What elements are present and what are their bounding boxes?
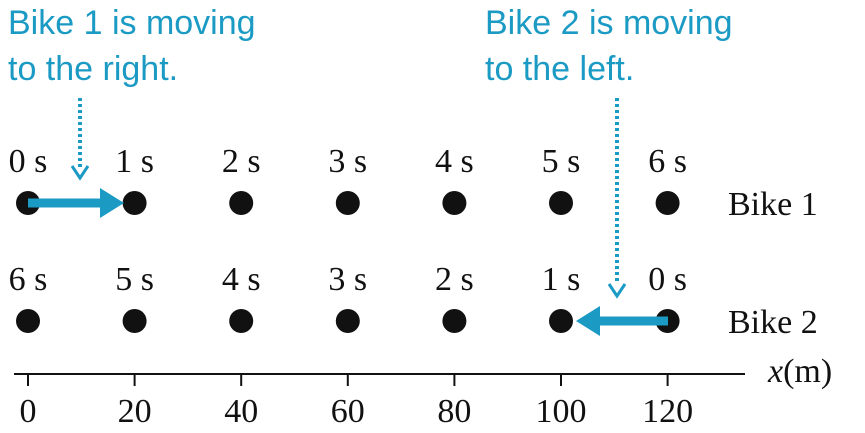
bike2-position-dot xyxy=(549,309,573,333)
x-axis-tick-label: 40 xyxy=(224,393,258,430)
bike2-callout-arrowhead xyxy=(607,283,627,299)
bike1-time-label: 2 s xyxy=(222,143,261,180)
bike1-callout-arrowhead xyxy=(70,165,90,181)
bike2-position-dot xyxy=(442,309,467,333)
x-axis-tick-label: 100 xyxy=(536,393,587,430)
bike2-time-labels: 6 s 5 s 4 s 3 s 2 s 1 s 0 s xyxy=(9,261,687,298)
bike1-position-dot xyxy=(229,191,254,215)
bike2-position-dot xyxy=(335,309,360,333)
bike1-time-labels: 0 s 1 s 2 s 3 s 4 s 5 s 6 s xyxy=(9,143,687,180)
bike2-time-label: 0 s xyxy=(648,261,687,298)
bike1-callout-line2: to the right. xyxy=(8,50,178,88)
x-axis-tick-label: 120 xyxy=(642,393,693,430)
x-axis-tick-label: 20 xyxy=(118,393,152,430)
x-axis-label: x(m) xyxy=(767,353,832,390)
bike1-position-dot xyxy=(335,191,360,215)
bike2-position-dot xyxy=(122,309,147,333)
bike2-time-label: 6 s xyxy=(9,261,48,298)
bike2-dots xyxy=(16,309,680,333)
bike1-position-dot xyxy=(122,191,147,215)
x-axis-tick-label: 60 xyxy=(331,393,365,430)
x-axis-tick-labels: 0 20 40 60 80 100 120 xyxy=(20,393,694,430)
bike2-time-label: 1 s xyxy=(542,261,581,298)
bike1-time-label: 6 s xyxy=(648,143,687,180)
bike2-position-dot xyxy=(16,309,40,333)
bike2-time-label: 5 s xyxy=(115,261,154,298)
bike1-position-dot xyxy=(655,191,680,215)
bike2-callout-line2: to the left. xyxy=(485,50,634,88)
x-axis-tick-label: 0 xyxy=(20,393,37,430)
bike1-time-label: 4 s xyxy=(435,143,474,180)
bike2-time-label: 2 s xyxy=(435,261,474,298)
bike2-callout-line1: Bike 2 is moving xyxy=(485,4,733,42)
bike2-time-label: 4 s xyxy=(222,261,261,298)
bike1-callout-line1: Bike 1 is moving xyxy=(8,4,256,42)
bike1-position-dot xyxy=(442,191,467,215)
bike2-velocity-arrowhead xyxy=(576,306,600,336)
bike1-time-label: 0 s xyxy=(9,143,48,180)
x-axis-tick-label: 80 xyxy=(437,393,471,430)
bike1-velocity-arrowhead xyxy=(100,188,124,218)
bike1-dots xyxy=(16,191,680,215)
bike1-time-label: 1 s xyxy=(115,143,154,180)
x-axis-ticks xyxy=(27,374,669,386)
bike2-time-label: 3 s xyxy=(328,261,367,298)
x-axis-variable: x xyxy=(767,353,783,390)
bike2-row-label: Bike 2 xyxy=(728,304,818,341)
x-axis-unit: (m) xyxy=(783,353,832,390)
bike1-time-label: 5 s xyxy=(542,143,581,180)
bike1-position-dot xyxy=(549,191,573,215)
bike1-row-label: Bike 1 xyxy=(728,186,818,223)
bike1-time-label: 3 s xyxy=(328,143,367,180)
bike2-position-dot xyxy=(229,309,254,333)
